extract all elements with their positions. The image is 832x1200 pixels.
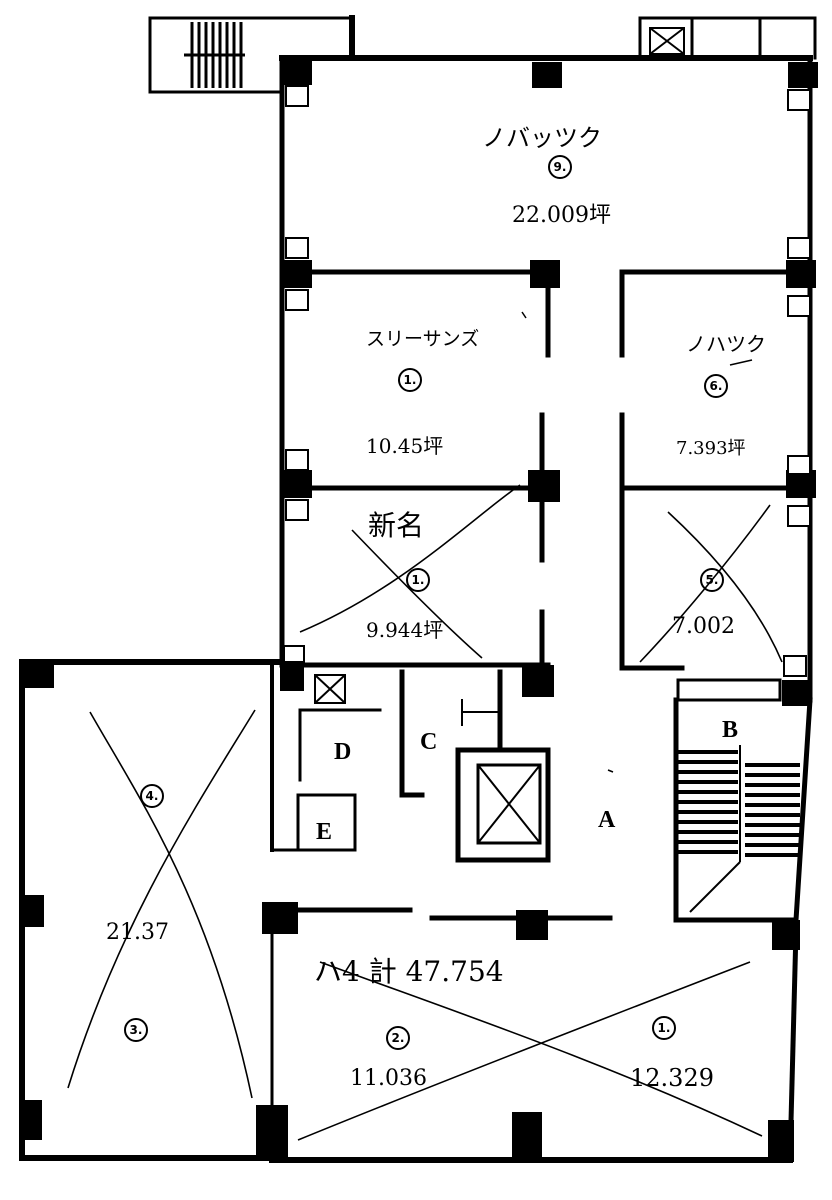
label-c: C [420,729,438,755]
room-mid-right-area: 7.393坪 [676,438,746,459]
room-mid-left-number: 1. [398,368,422,392]
room-south-left-small-area: 9.944坪 [366,618,444,642]
room-west-area: 21.37 [106,920,169,945]
room-south-total: ハ4 計 47.754 [314,955,504,988]
room-north-area: 22.009坪 [512,203,611,228]
shaft-top-right [649,27,685,55]
room-south-left-small-number: 1. [406,568,430,592]
label-a: A [598,807,616,833]
stair-top-left [184,22,245,88]
room-south-area-left: 11.036 [350,1066,427,1091]
room-mid-left-area: 10.45坪 [366,434,444,458]
room-mid-right-name: ノハツク [686,332,766,356]
room-mid-left-name: スリーサンズ [366,328,480,350]
label-d: D [334,739,352,765]
room-south-number-left: 2. [386,1026,410,1050]
room-south-area-right: 12.329 [630,1064,714,1092]
cross-marks [67,359,783,1141]
stair-b [678,750,800,857]
room-south-left-small-name: 新名 [368,509,425,542]
room-south-right-small-area: 7.002 [672,614,735,639]
room-north-number: 9. [548,155,572,179]
room-south-right-small-number: 5. [700,568,724,592]
column-outlines [283,85,811,677]
room-west-number-bottom: 3. [124,1018,148,1042]
columns [22,55,818,1162]
walls [19,15,817,1163]
room-north-name: ノバッツク [482,124,602,152]
room-mid-right-number: 6. [704,374,728,398]
room-west-number-top: 4. [140,784,164,808]
label-e: E [316,819,333,845]
label-b: B [722,717,739,743]
shaft-d [314,674,346,704]
stair-b-divider [689,745,741,913]
room-south-number-right: 1. [652,1016,676,1040]
reference-ticks [521,311,614,773]
